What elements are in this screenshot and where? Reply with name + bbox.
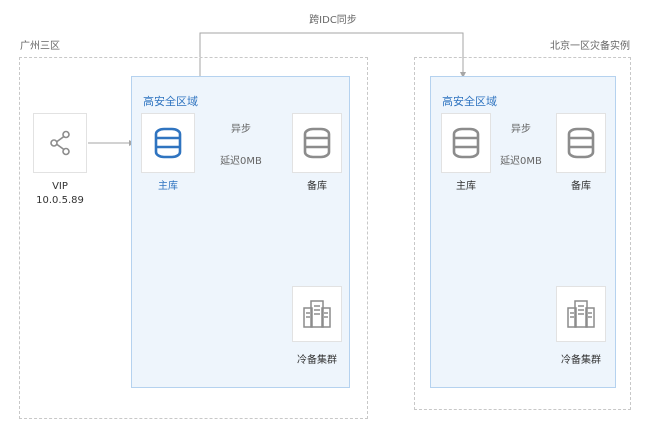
zone-guangzhou-title: 高安全区域	[143, 95, 198, 108]
region-beijing	[414, 57, 631, 410]
bj-primary-db-node[interactable]	[441, 113, 491, 173]
bj-cold-cluster-label: 冷备集群	[561, 355, 601, 366]
bj-replica-label: 备库	[571, 181, 591, 192]
server-cluster-icon	[567, 300, 595, 328]
zone-beijing-title: 高安全区域	[442, 95, 497, 108]
vip-node[interactable]	[33, 113, 87, 173]
bj-async-delay: 延迟0MB	[500, 156, 542, 167]
region-guangzhou	[19, 57, 368, 419]
bj-primary-label: 主库	[456, 181, 476, 192]
server-cluster-icon	[303, 300, 331, 328]
bj-replica-db-node[interactable]	[556, 113, 606, 173]
region-guangzhou-label: 广州三区	[20, 41, 60, 52]
share-icon	[50, 130, 70, 156]
vip-address: 10.0.5.89	[36, 195, 84, 206]
gz-primary-db-node[interactable]	[141, 113, 195, 173]
vip-label: VIP	[52, 181, 68, 192]
gz-cold-cluster-label: 冷备集群	[297, 355, 337, 366]
database-icon	[567, 127, 595, 159]
cross-idc-sync-line	[199, 32, 466, 80]
gz-cold-cluster-node[interactable]	[292, 286, 342, 342]
gz-async-delay: 延迟0MB	[220, 156, 262, 167]
cross-idc-sync-label: 跨IDC同步	[309, 15, 357, 26]
gz-replica-label: 备库	[307, 181, 327, 192]
database-icon	[154, 127, 182, 159]
bj-async-mode: 异步	[511, 124, 531, 135]
gz-async-mode: 异步	[231, 124, 251, 135]
database-icon	[303, 127, 331, 159]
bj-cold-cluster-node[interactable]	[556, 286, 606, 342]
database-icon	[452, 127, 480, 159]
gz-replica-db-node[interactable]	[292, 113, 342, 173]
gz-primary-label: 主库	[158, 181, 178, 192]
region-beijing-label: 北京一区灾备实例	[550, 41, 630, 52]
